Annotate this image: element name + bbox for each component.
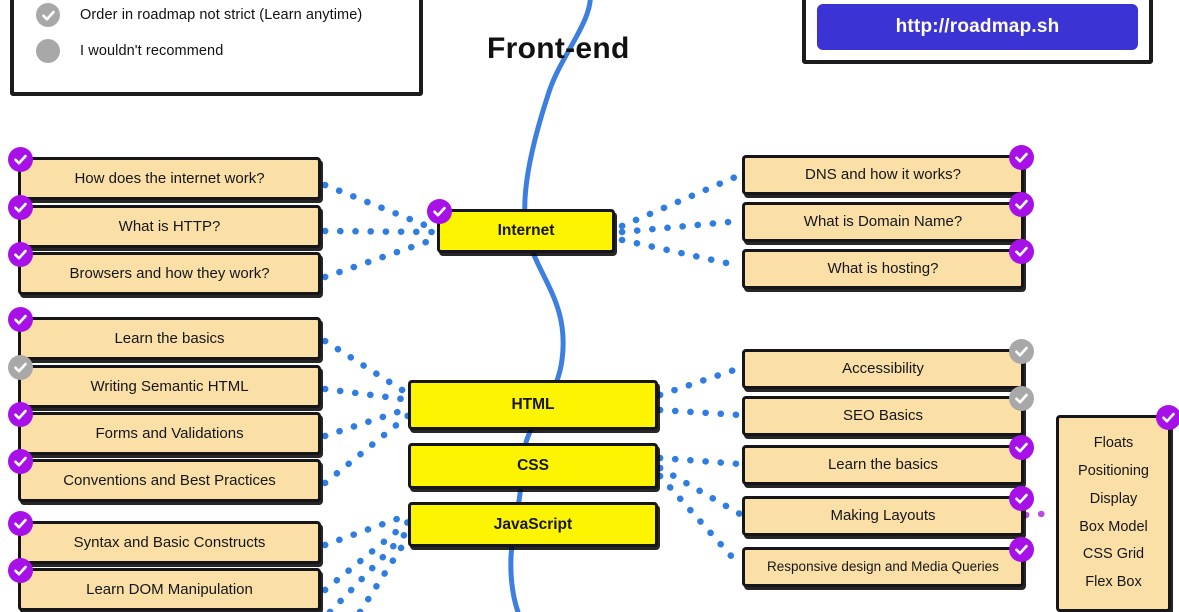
node-label: Browsers and how they work? bbox=[69, 264, 270, 282]
gray-check-icon bbox=[1009, 339, 1034, 364]
gray-dot-icon bbox=[36, 39, 60, 63]
node-label: HTML bbox=[511, 396, 555, 414]
node-label: Accessibility bbox=[842, 360, 924, 378]
node-label: Making Layouts bbox=[830, 507, 936, 525]
node-what-is-domain-name[interactable]: What is Domain Name? bbox=[742, 192, 1034, 242]
node-label: Writing Semantic HTML bbox=[90, 377, 249, 395]
css-topic-row: Display bbox=[1089, 490, 1138, 507]
purple-check-icon bbox=[1009, 435, 1034, 460]
node-what-is-hosting[interactable]: What is hosting? bbox=[742, 239, 1034, 289]
node-responsive-design-and-media-queries[interactable]: Responsive design and Media Queries bbox=[742, 537, 1034, 587]
legend-item-label: I wouldn't recommend bbox=[80, 43, 224, 59]
node-browsers-and-how-they-work[interactable]: Browsers and how they work? bbox=[8, 242, 321, 295]
node-label: Conventions and Best Practices bbox=[63, 471, 276, 489]
node-learn-dom-manipulation[interactable]: Learn DOM Manipulation bbox=[8, 558, 321, 611]
node-label: Responsive design and Media Queries bbox=[767, 559, 999, 575]
purple-check-icon bbox=[8, 195, 33, 220]
node-label: Syntax and Basic Constructs bbox=[73, 533, 266, 551]
roadmap-url-button[interactable]: http://roadmap.sh bbox=[817, 4, 1138, 50]
gray-check-icon bbox=[8, 355, 33, 380]
purple-check-icon bbox=[1009, 239, 1034, 264]
node-html[interactable]: HTML bbox=[408, 380, 658, 430]
node-accessibility[interactable]: Accessibility bbox=[742, 339, 1034, 389]
node-forms-and-validations[interactable]: Forms and Validations bbox=[8, 402, 321, 455]
purple-check-icon bbox=[1009, 486, 1034, 511]
node-label: Learn the basics bbox=[827, 456, 939, 474]
node-label: CSS bbox=[517, 457, 549, 475]
legend-item-label: Order in roadmap not strict (Learn anyti… bbox=[80, 7, 363, 23]
node-label: What is hosting? bbox=[827, 260, 939, 278]
node-dns-and-how-it-works[interactable]: DNS and how it works? bbox=[742, 145, 1034, 195]
purple-check-icon bbox=[8, 511, 33, 536]
purple-check-icon bbox=[8, 307, 33, 332]
purple-check-icon bbox=[1009, 192, 1034, 217]
purple-check-icon bbox=[8, 449, 33, 474]
purple-check-icon bbox=[8, 147, 33, 172]
legend-item: Order in roadmap not strict (Learn anyti… bbox=[14, 0, 419, 33]
purple-check-icon bbox=[8, 242, 33, 267]
node-label: Internet bbox=[497, 222, 555, 240]
css-topic-row: Flex Box bbox=[1085, 574, 1142, 591]
css-topic-row: Floats bbox=[1093, 435, 1134, 452]
node-label: Learn DOM Manipulation bbox=[86, 580, 253, 598]
url-box: http://roadmap.sh bbox=[802, 0, 1153, 64]
node-how-does-the-internet-work[interactable]: How does the internet work? bbox=[8, 147, 321, 200]
purple-check-icon bbox=[8, 558, 33, 583]
node-making-layouts[interactable]: Making Layouts bbox=[742, 486, 1034, 536]
node-label: What is HTTP? bbox=[118, 217, 221, 235]
legend-box: Alternative Option - Pick this or purple… bbox=[10, 0, 423, 96]
node-label: What is Domain Name? bbox=[803, 213, 963, 231]
purple-check-icon bbox=[427, 199, 452, 224]
node-label: How does the internet work? bbox=[74, 169, 265, 187]
css-topic-row: Box Model bbox=[1079, 518, 1148, 535]
node-label: Learn the basics bbox=[114, 329, 225, 347]
node-label: JavaScript bbox=[493, 515, 573, 533]
node-label: Forms and Validations bbox=[95, 424, 244, 442]
node-internet[interactable]: Internet bbox=[427, 199, 615, 253]
purple-check-icon bbox=[1156, 405, 1179, 430]
node-label: SEO Basics bbox=[842, 407, 924, 425]
node-javascript[interactable]: JavaScript bbox=[408, 502, 658, 547]
page-title: Front-end bbox=[487, 32, 630, 65]
legend-item: I wouldn't recommend bbox=[14, 33, 419, 69]
node-css[interactable]: CSS bbox=[408, 443, 658, 489]
css-topic-row: Positioning bbox=[1078, 462, 1149, 479]
purple-check-icon bbox=[8, 402, 33, 427]
purple-check-icon bbox=[1009, 145, 1034, 170]
node-label: DNS and how it works? bbox=[805, 166, 961, 184]
node-learn-the-basics-css[interactable]: Learn the basics bbox=[742, 435, 1034, 485]
gray-check-icon bbox=[36, 3, 60, 27]
node-what-is-http[interactable]: What is HTTP? bbox=[8, 195, 321, 248]
node-seo-basics[interactable]: SEO Basics bbox=[742, 386, 1034, 436]
gray-check-icon bbox=[1009, 386, 1034, 411]
purple-check-icon bbox=[1009, 537, 1034, 562]
node-css-topics[interactable]: Floats Positioning Display Box Model CSS… bbox=[1056, 405, 1179, 612]
node-writing-semantic-html[interactable]: Writing Semantic HTML bbox=[8, 355, 321, 408]
node-learn-the-basics-html[interactable]: Learn the basics bbox=[8, 307, 321, 360]
node-syntax-and-basic-constructs[interactable]: Syntax and Basic Constructs bbox=[8, 511, 321, 564]
node-conventions-and-best-practices[interactable]: Conventions and Best Practices bbox=[8, 449, 321, 502]
css-topic-row: CSS Grid bbox=[1082, 546, 1145, 563]
